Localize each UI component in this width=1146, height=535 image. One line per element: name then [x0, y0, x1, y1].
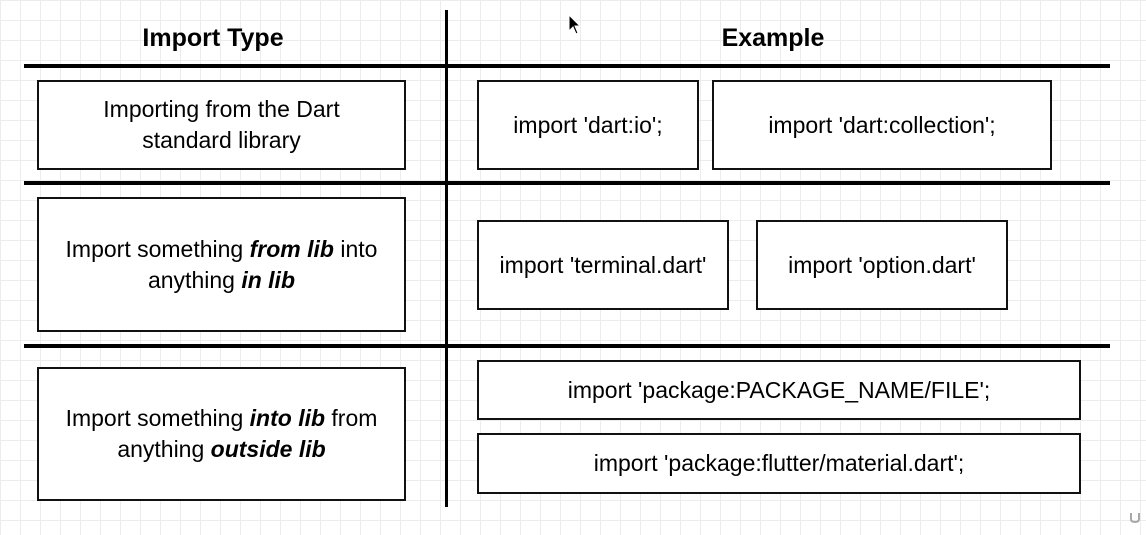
- emphasis-text: from lib: [249, 235, 334, 262]
- import-type-text: anything: [117, 436, 211, 462]
- import-type-line: standard library: [142, 127, 301, 153]
- udemy-logo-icon: [1130, 513, 1140, 524]
- row-divider-1: [24, 181, 1110, 185]
- emphasis-text: into lib: [249, 405, 326, 431]
- import-type-box-dart-standard: Importing from the Dart standard library: [37, 80, 406, 170]
- import-type-text: into: [333, 235, 378, 262]
- mouse-pointer-icon: [568, 14, 582, 35]
- header-divider: [24, 64, 1110, 68]
- import-type-text: anything: [147, 266, 242, 293]
- import-type-box-from-lib: Import something from lib into anything …: [37, 197, 406, 332]
- example-box-dart-collection: import 'dart:collection';: [712, 80, 1052, 170]
- import-type-text: Import something: [65, 405, 250, 431]
- example-box-flutter-material: import 'package:flutter/material.dart';: [477, 433, 1081, 494]
- import-type-text: from: [325, 405, 378, 431]
- emphasis-text: in lib: [241, 266, 295, 293]
- example-box-terminal-dart: import 'terminal.dart': [477, 220, 729, 310]
- import-type-text: Import something: [65, 235, 250, 262]
- row-divider-2: [24, 344, 1110, 348]
- column-divider: [445, 10, 448, 507]
- example-box-package-name-file: import 'package:PACKAGE_NAME/FILE';: [477, 360, 1081, 420]
- header-example: Example: [721, 24, 825, 52]
- import-type-line: Importing from the Dart: [103, 96, 340, 122]
- example-box-option-dart: import 'option.dart': [756, 220, 1008, 310]
- emphasis-text: outside lib: [210, 436, 326, 462]
- import-type-box-into-lib: Import something into lib from anything …: [37, 367, 406, 501]
- header-import-type: Import Type: [142, 24, 284, 52]
- example-box-dart-io: import 'dart:io';: [477, 80, 699, 170]
